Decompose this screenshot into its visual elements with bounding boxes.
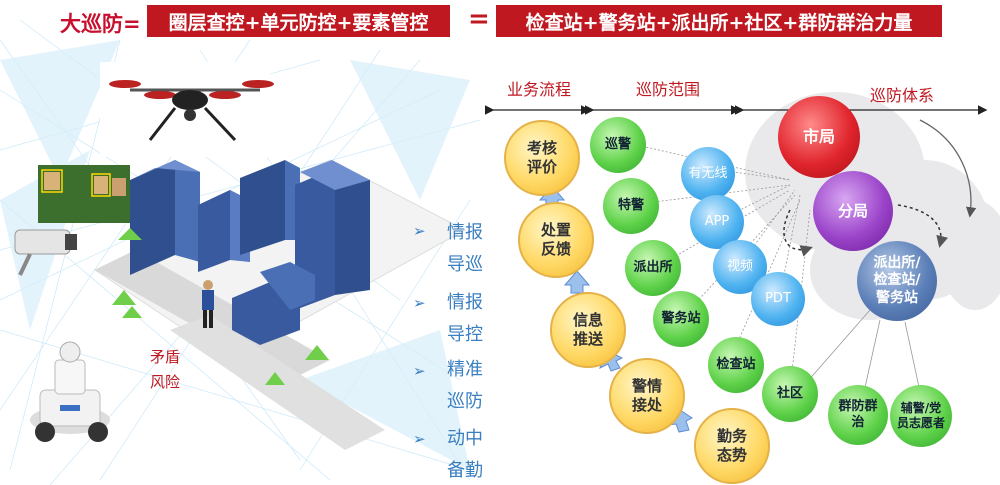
flow-node-disposal: 处置反馈	[518, 202, 594, 278]
node-checkpoint: 检查站	[708, 337, 764, 393]
node-community: 社区	[762, 366, 818, 422]
label-business-flow: 业务流程	[507, 80, 572, 99]
equals-sign: =	[468, 4, 490, 34]
node-special-police: 特警	[603, 178, 659, 234]
officer-figure	[202, 280, 214, 328]
node-city-bureau: 市局	[778, 96, 860, 178]
label-patrol-scope: 巡防范围	[636, 80, 701, 99]
face-recognition-panel	[38, 165, 130, 223]
bullet-intel-control-line2: 导控	[447, 324, 483, 345]
flow-node-duty-status: 勤务态势	[694, 408, 770, 484]
formula-left-box: 圈层查控+单元防控+要素管控	[147, 5, 450, 37]
title-prefix: 大巡防=	[60, 12, 141, 36]
node-auxiliary-volunteers: 辅警/党员志愿者	[890, 385, 952, 447]
node-branch-bureau: 分局	[813, 171, 893, 251]
bullet-intel-patrol-line1: 情报	[447, 222, 483, 243]
risk-label-line2: 风险	[150, 373, 181, 391]
bullet-intel-control-line1: 情报	[447, 292, 483, 313]
city-illustration	[14, 62, 467, 450]
bullet-intel-patrol-line2: 导巡	[447, 254, 483, 275]
label-patrol-system: 巡防体系	[870, 86, 935, 105]
node-station-group: 派出所/检查站/警务站	[857, 241, 937, 321]
flow-node-evaluation: 考核评价	[504, 120, 580, 196]
cctv-camera	[14, 229, 77, 276]
bullet-arrow-icon: ➢	[413, 430, 426, 448]
node-police-post: 警务站	[653, 291, 709, 347]
bullet-mobile-duty-line2: 备勤	[447, 460, 483, 481]
bullet-arrow-icon: ➢	[413, 222, 426, 240]
node-police-station: 派出所	[625, 240, 681, 296]
drone-icon	[100, 62, 274, 157]
bullet-precise-patrol-line1: 精准	[447, 359, 483, 380]
bullet-arrow-icon: ➢	[413, 294, 426, 312]
node-radio: 有无线	[681, 147, 735, 201]
node-mass-prevention: 群防群治	[828, 385, 888, 445]
diagram-connectors	[484, 105, 988, 433]
trees	[112, 228, 329, 385]
cloud-shape	[940, 200, 1000, 310]
node-pdt: PDT	[751, 272, 805, 326]
risk-label-line1: 矛盾	[150, 348, 181, 366]
formula-right-box: 检查站+警务站+派出所+社区+群防群治力量	[496, 5, 942, 37]
node-app: APP	[690, 195, 744, 249]
bullet-mobile-duty-line1: 动中	[447, 428, 483, 449]
flow-node-info-push: 信息推送	[550, 292, 626, 368]
buildings	[130, 160, 370, 345]
node-patrol-police: 巡警	[590, 117, 646, 173]
bullet-precise-patrol-line2: 巡防	[447, 391, 483, 412]
bullet-arrow-icon: ➢	[413, 362, 426, 380]
flow-node-alarm-handling: 警情接处	[609, 358, 685, 434]
patrol-robot	[30, 341, 110, 442]
